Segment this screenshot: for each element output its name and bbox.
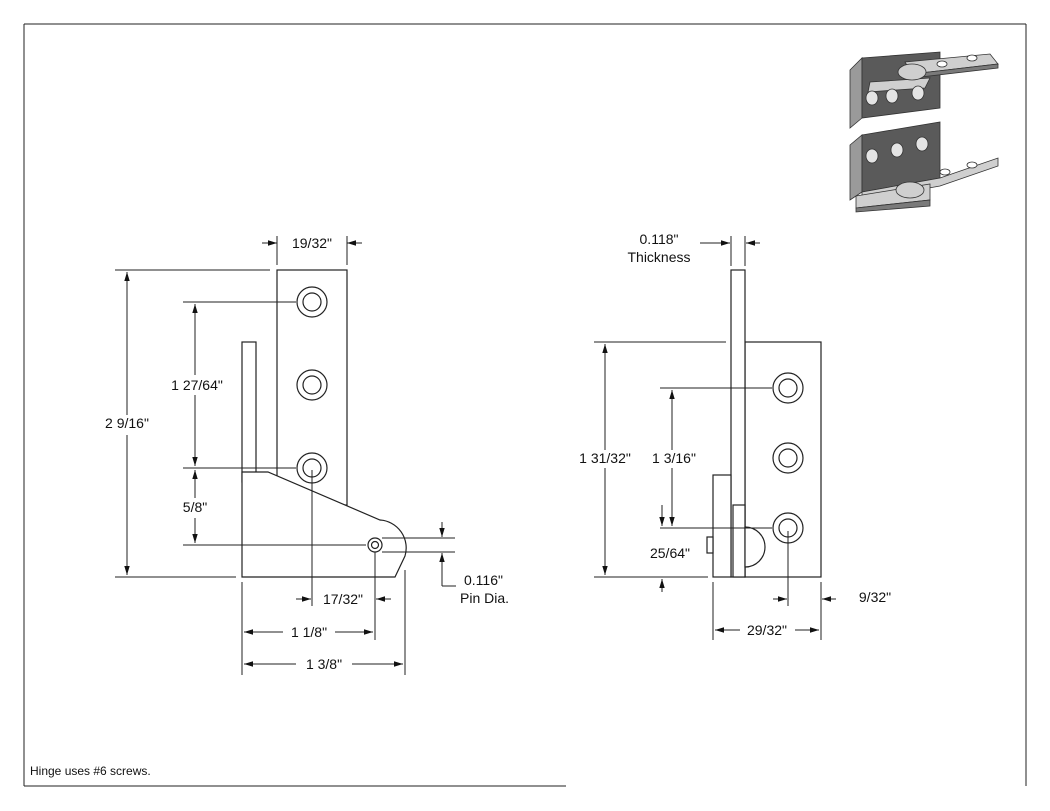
dim-hole-spacing: 1 27/64" <box>171 377 223 393</box>
hinge-isometric-icon <box>849 51 999 213</box>
screw-note: Hinge uses #6 screws. <box>30 764 151 778</box>
dim-pin-dia-value: 0.116" <box>464 572 503 588</box>
dim-leaf-height: 1 31/32" <box>579 450 631 466</box>
right-knuckle-barrel <box>744 526 766 568</box>
dim-hole-to-pin: 5/8" <box>183 499 207 515</box>
dim-pin-dia-label: Pin Dia. <box>460 590 509 606</box>
right-hole-bottom <box>772 512 804 544</box>
right-knuckle-block <box>712 474 732 578</box>
left-view: 19/32" 2 9/16" 1 27/64" 5/8" 0.116" Pin … <box>105 235 509 675</box>
dim-bottom-offset: 25/64" <box>650 545 690 561</box>
right-hole-top <box>772 372 804 404</box>
left-hole-middle <box>296 369 328 401</box>
left-knuckle-plate <box>241 341 257 483</box>
dim-thickness-label: Thickness <box>627 249 690 265</box>
dim-hole-spacing-right: 1 3/16" <box>652 450 696 466</box>
dim-thickness-value: 0.118" <box>640 231 679 247</box>
dim-overall-height: 2 9/16" <box>105 415 149 431</box>
left-hole-top <box>296 286 328 318</box>
dim-width-top: 19/32" <box>292 235 332 251</box>
dim-hole-offset: 17/32" <box>323 591 363 607</box>
dim-pin-offset: 1 1/8" <box>291 624 327 640</box>
dim-overall-width: 1 3/8" <box>306 656 342 672</box>
drawing-border <box>23 23 1027 787</box>
right-knuckle-inner <box>732 504 746 578</box>
dim-edge-offset: 9/32" <box>859 589 891 605</box>
left-pin <box>367 537 383 553</box>
left-base-knuckle <box>241 471 407 578</box>
right-view: 0.118" Thickness 1 31/32" 1 3/16" 25/64"… <box>579 231 891 640</box>
right-hole-middle <box>772 442 804 474</box>
right-pin-stub <box>706 536 714 554</box>
left-hole-bottom <box>296 452 328 484</box>
dim-width-right: 29/32" <box>747 622 787 638</box>
